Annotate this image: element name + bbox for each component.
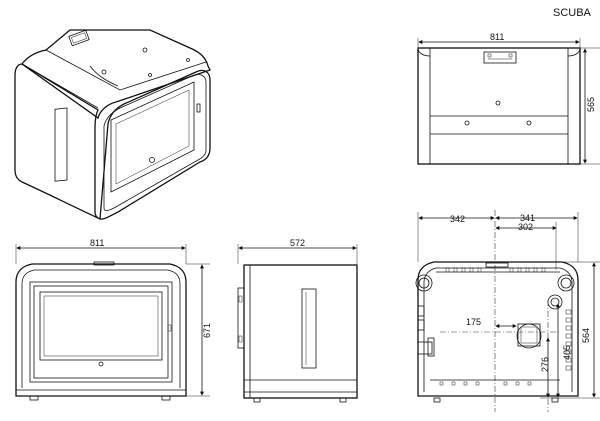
bottom-slot-row xyxy=(445,267,546,273)
bottom-flue-offset-dim: 175 xyxy=(466,317,481,327)
top-depth-dim: 565 xyxy=(586,97,596,112)
front-height-dim: 671 xyxy=(202,323,212,338)
bottom-flue-distance-dim: 276 xyxy=(540,357,550,372)
bottom-rear-offset-dim: 405 xyxy=(562,345,572,360)
bottom-left-offset-dim: 342 xyxy=(450,214,465,224)
bottom-depth-total-dim: 564 xyxy=(581,328,591,343)
perspective-view xyxy=(14,29,211,220)
bottom-right-offset-dim: 341 xyxy=(520,213,535,223)
front-view: 811 671 xyxy=(15,238,212,401)
bottom-view: 342 341 302 xyxy=(415,210,600,412)
side-depth-dim: 572 xyxy=(290,238,305,248)
bottom-inner-right-dim: 302 xyxy=(518,222,533,232)
bottom-rail-holes xyxy=(439,381,532,386)
right-vent-column xyxy=(565,309,572,371)
top-width-dim: 811 xyxy=(490,32,504,42)
top-view: 811 565 xyxy=(417,32,600,165)
side-view: 572 xyxy=(237,238,358,403)
front-width-dim: 811 xyxy=(90,238,104,248)
drawing-title: SCUBA xyxy=(553,7,592,19)
